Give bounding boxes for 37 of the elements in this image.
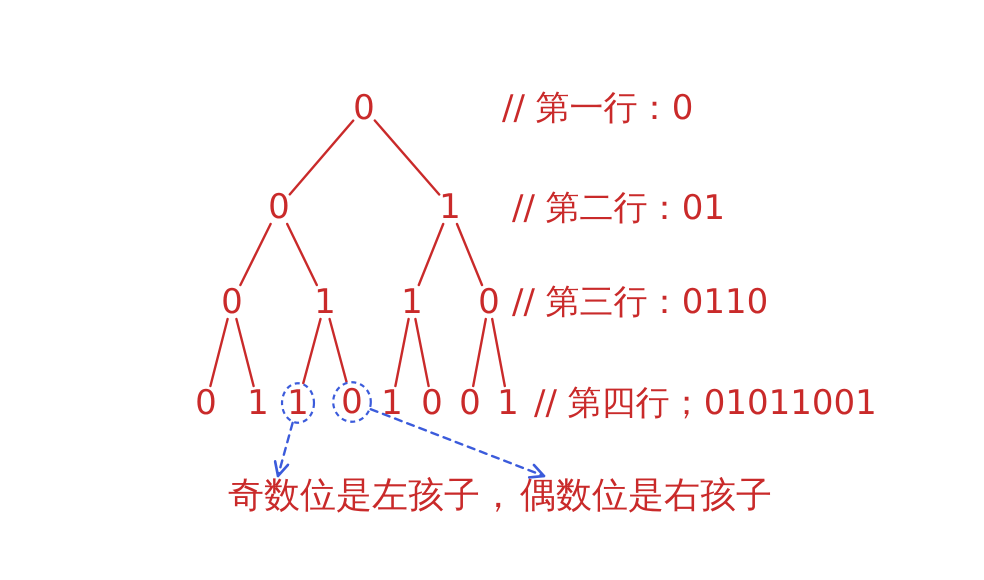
dashed-circle xyxy=(281,382,315,424)
branch-line xyxy=(374,119,440,196)
code-comment: // 第三行：0110 xyxy=(512,285,768,319)
dashed-circle xyxy=(332,381,372,423)
tree-node-value: 1 xyxy=(314,285,336,319)
branch-line xyxy=(472,318,487,388)
tree-node-value: 1 xyxy=(401,285,423,319)
tree-node-value: 1 xyxy=(381,386,403,420)
code-comment: // 第二行：01 xyxy=(512,191,725,225)
branch-line xyxy=(394,318,410,388)
dashed-arrow xyxy=(274,422,294,478)
branch-line xyxy=(209,318,229,388)
branch-line xyxy=(239,222,272,286)
dashed-arrow xyxy=(370,408,546,479)
branch-line xyxy=(235,318,255,388)
tree-node-value: 0 xyxy=(268,190,290,224)
branch-line xyxy=(456,222,484,286)
note-text: 偶数位是右孩子 xyxy=(520,478,772,514)
branch-line xyxy=(288,119,354,196)
tree-node-value: 0 xyxy=(459,386,481,420)
tree-node-value: 0 xyxy=(221,285,243,319)
tree-node-value: 1 xyxy=(497,386,519,420)
tree-node-value: 0 xyxy=(195,386,217,420)
branch-line xyxy=(414,318,430,388)
branch-line xyxy=(286,222,318,286)
tree-node-value: 1 xyxy=(247,386,269,420)
tree-node-value: 0 xyxy=(353,91,375,125)
code-comment: // 第一行：0 xyxy=(502,91,694,125)
branch-line xyxy=(418,222,444,286)
branch-line xyxy=(328,318,348,383)
tree-node-value: 1 xyxy=(439,190,461,224)
tree-node-value: 0 xyxy=(421,386,443,420)
tree-node-value: 0 xyxy=(478,285,500,319)
branch-line xyxy=(491,318,506,388)
note-text: 奇数位是左孩子， xyxy=(228,478,516,514)
branch-line xyxy=(302,318,322,384)
code-comment: // 第四行；01011001 xyxy=(534,386,877,420)
